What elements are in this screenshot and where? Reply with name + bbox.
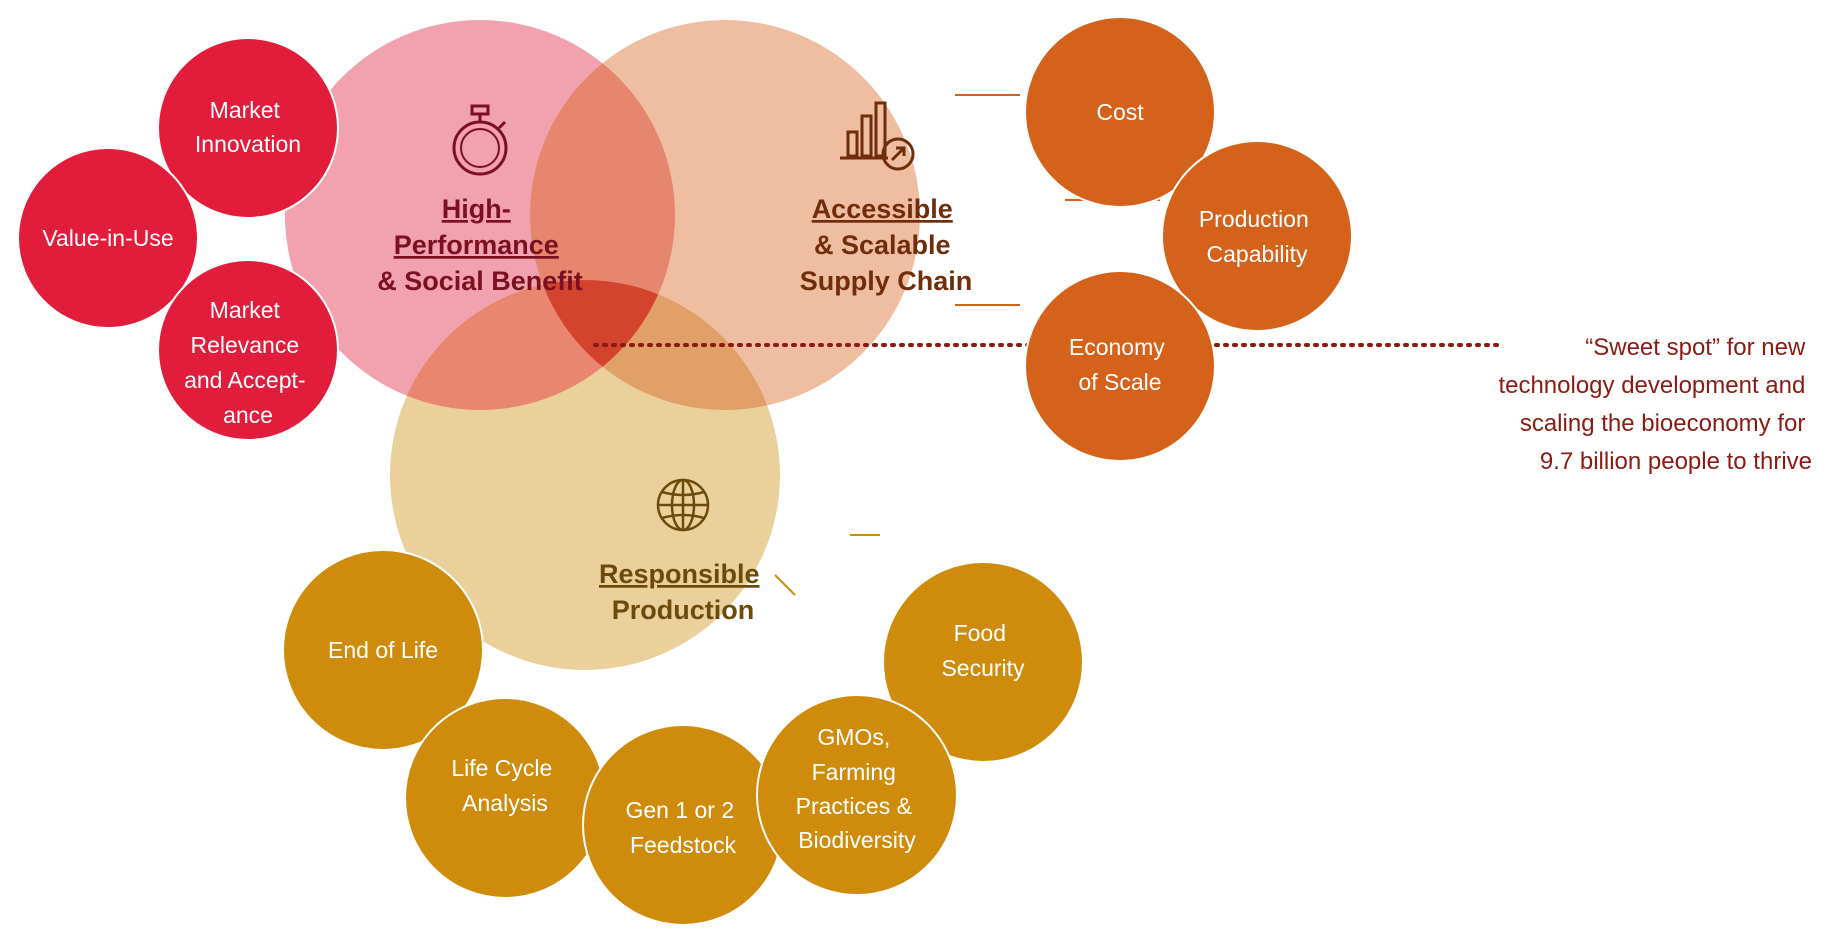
- stopwatch-icon: [452, 104, 508, 176]
- label-line: Analysis: [462, 790, 548, 816]
- production-title-line2: Production: [612, 595, 755, 625]
- label-line: Life Cycle: [451, 755, 552, 781]
- label-line: and Accept-: [184, 367, 305, 393]
- production-item-circles: [282, 549, 1084, 926]
- production-capability-label: Production Capability: [1199, 206, 1315, 267]
- label-line: Production: [1199, 206, 1309, 232]
- label-line: Market: [210, 297, 281, 323]
- market-relevance-circle: [157, 259, 339, 441]
- label-line: Cost: [1096, 99, 1144, 125]
- performance-title-line3: & Social Benefit: [377, 266, 583, 296]
- economy-of-scale-circle: [1024, 270, 1216, 462]
- performance-title: High- Performance & Social Benefit: [377, 194, 583, 296]
- performance-item-circles: [17, 37, 339, 441]
- gmos-farming-circle: [756, 694, 958, 896]
- production-capability-circle: [1161, 140, 1353, 332]
- label-line: Gen 1 or 2: [625, 797, 734, 823]
- note-line: 9.7 billion people to thrive: [1540, 448, 1812, 475]
- note-line: technology development and: [1498, 372, 1805, 399]
- bar-chart-growth-icon: [840, 101, 915, 171]
- market-relevance-label: Market Relevance and Accept- ance: [184, 297, 312, 428]
- market-innovation-label: Market Innovation: [195, 97, 301, 157]
- label-line: Security: [941, 655, 1025, 681]
- supply-title: Accessible & Scalable Supply Chain: [800, 194, 973, 296]
- supply-production-overlap: [530, 280, 780, 410]
- label-line: GMOs,: [817, 724, 890, 750]
- market-innovation-circle: [157, 37, 339, 219]
- value-in-use-circle: [17, 147, 199, 329]
- gmos-farming-label: GMOs, Farming Practices & Biodiversity: [796, 724, 919, 853]
- label-line: Biodiversity: [798, 827, 916, 853]
- globe-icon: [656, 478, 710, 532]
- label-line: Practices &: [796, 793, 912, 819]
- supply-item-circles: [1024, 16, 1353, 462]
- end-of-life-circle: [282, 549, 484, 751]
- connector-line: [774, 574, 796, 596]
- supply-title-line1: Accessible: [812, 194, 953, 224]
- label-line: Market: [210, 97, 281, 123]
- value-in-use-label: Value-in-Use: [42, 225, 173, 251]
- label-line: Innovation: [195, 131, 301, 157]
- food-security-circle: [882, 561, 1084, 763]
- note-line: “Sweet spot” for new: [1585, 334, 1806, 361]
- label-line: Farming: [812, 759, 896, 785]
- label-line: of Scale: [1078, 369, 1161, 395]
- label-line: Value-in-Use: [42, 225, 173, 251]
- gen-feedstock-label: Gen 1 or 2 Feedstock: [625, 797, 740, 858]
- note-line: scaling the bioeconomy for: [1520, 410, 1806, 437]
- label-line: Relevance: [190, 332, 299, 358]
- life-cycle-analysis-label: Life Cycle Analysis: [451, 755, 558, 816]
- performance-production-overlap: [390, 280, 675, 410]
- supply-title-line2: & Scalable: [814, 230, 951, 260]
- economy-of-scale-label: Economy of Scale: [1069, 334, 1171, 395]
- supply-title-line3: Supply Chain: [800, 266, 973, 296]
- label-line: Economy: [1069, 334, 1165, 360]
- label-line: End of Life: [328, 637, 438, 663]
- sweet-spot-note: “Sweet spot” for new technology developm…: [1498, 334, 1812, 475]
- label-line: ance: [223, 402, 273, 428]
- food-security-label: Food Security: [941, 620, 1025, 681]
- performance-title-line1: High-: [442, 194, 511, 224]
- cost-label: Cost: [1096, 99, 1144, 125]
- production-title-line1: Responsible: [599, 559, 760, 589]
- label-line: Food: [954, 620, 1006, 646]
- end-of-life-label: End of Life: [328, 637, 438, 663]
- label-line: Capability: [1207, 241, 1308, 267]
- gen-feedstock-circle: [582, 724, 784, 926]
- production-title: Responsible Production: [599, 559, 767, 625]
- label-line: Feedstock: [630, 832, 737, 858]
- performance-title-line2: Performance: [394, 230, 559, 260]
- cost-circle: [1024, 16, 1216, 208]
